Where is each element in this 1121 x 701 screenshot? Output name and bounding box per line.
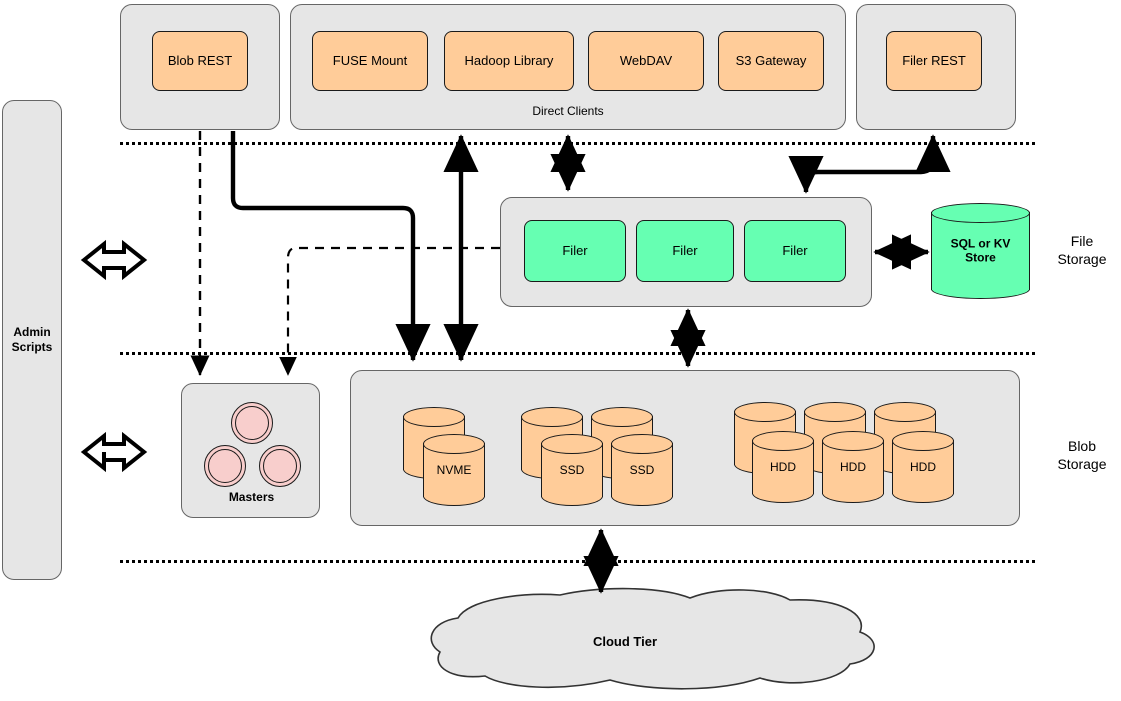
volume-hdd-label-3: HDD bbox=[910, 459, 936, 474]
sql-kv-store-label: SQL or KV Store bbox=[950, 236, 1011, 265]
cylinder-top bbox=[931, 203, 1030, 223]
master-circle-3 bbox=[259, 445, 301, 487]
node-blob-rest-label: Blob REST bbox=[167, 52, 233, 68]
volume-nvme-label: NVME bbox=[436, 462, 472, 477]
cylinder-top bbox=[822, 431, 884, 451]
volume-hdd-front-3[interactable]: HDD bbox=[892, 431, 954, 503]
volume-ssd-front-2[interactable]: SSD bbox=[611, 434, 673, 506]
cylinder-top bbox=[423, 434, 485, 454]
divider-blob-cloud bbox=[120, 560, 1035, 563]
cylinder-top bbox=[874, 402, 936, 422]
master-circle-2 bbox=[204, 445, 246, 487]
masters-label: Masters bbox=[228, 490, 275, 504]
node-filer-2-label: Filer bbox=[672, 242, 698, 258]
volume-hdd-label-2: HDD bbox=[840, 459, 866, 474]
node-hadoop-library[interactable]: Hadoop Library bbox=[444, 31, 574, 91]
filer-to-masters-dashed bbox=[279, 246, 500, 376]
volume-hdd-label-1: HDD bbox=[770, 459, 796, 474]
volume-ssd-label-2: SSD bbox=[629, 462, 655, 477]
cylinder-top bbox=[804, 402, 866, 422]
sql-kv-store-cylinder[interactable]: SQL or KV Store bbox=[931, 203, 1030, 299]
node-webdav-label: WebDAV bbox=[619, 52, 673, 68]
master-circle-1 bbox=[231, 402, 273, 444]
divider-file-blob bbox=[120, 352, 1035, 355]
blob-storage-side-label: Blob Storage bbox=[1057, 438, 1107, 472]
admin-to-blob-storage-arrow bbox=[80, 431, 148, 473]
cylinder-top bbox=[892, 431, 954, 451]
node-filer-rest-label: Filer REST bbox=[902, 52, 966, 68]
admin-to-file-storage-arrow bbox=[80, 239, 148, 281]
node-hadoop-library-label: Hadoop Library bbox=[464, 52, 554, 68]
masters-group[interactable]: Masters bbox=[181, 383, 320, 518]
node-filer-2[interactable]: Filer bbox=[636, 220, 734, 282]
node-filer-1-label: Filer bbox=[562, 242, 588, 258]
cylinder-body bbox=[931, 212, 1030, 290]
volume-hdd-front-2[interactable]: HDD bbox=[822, 431, 884, 503]
file-storage-side-label: File Storage bbox=[1057, 233, 1107, 267]
node-s3-gateway[interactable]: S3 Gateway bbox=[718, 31, 824, 91]
direct-clients-caption: Direct Clients bbox=[532, 104, 604, 118]
node-s3-gateway-label: S3 Gateway bbox=[735, 52, 807, 68]
volume-nvme-front-1[interactable]: NVME bbox=[423, 434, 485, 506]
volume-hdd-front-1[interactable]: HDD bbox=[752, 431, 814, 503]
node-filer-rest[interactable]: Filer REST bbox=[886, 31, 982, 91]
node-blob-rest[interactable]: Blob REST bbox=[152, 31, 248, 91]
node-filer-3[interactable]: Filer bbox=[744, 220, 846, 282]
blob-rest-to-volumes-solid bbox=[230, 131, 431, 362]
node-filer-1[interactable]: Filer bbox=[524, 220, 626, 282]
cylinder-top bbox=[591, 407, 653, 427]
node-fuse-mount[interactable]: FUSE Mount bbox=[312, 31, 428, 91]
cylinder-top bbox=[752, 431, 814, 451]
divider-clients-file bbox=[120, 142, 1035, 145]
cylinder-top bbox=[541, 434, 603, 454]
node-fuse-mount-label: FUSE Mount bbox=[332, 52, 408, 68]
volume-ssd-label-1: SSD bbox=[559, 462, 585, 477]
admin-scripts-panel[interactable]: Admin Scripts bbox=[2, 100, 62, 580]
cloud-tier-label: Cloud Tier bbox=[592, 634, 658, 649]
cylinder-top bbox=[403, 407, 465, 427]
cylinder-top bbox=[734, 402, 796, 422]
volume-ssd-front-1[interactable]: SSD bbox=[541, 434, 603, 506]
node-webdav[interactable]: WebDAV bbox=[588, 31, 704, 91]
cylinder-top bbox=[611, 434, 673, 454]
cylinder-top bbox=[521, 407, 583, 427]
admin-scripts-label: Admin Scripts bbox=[11, 325, 53, 354]
node-filer-3-label: Filer bbox=[782, 242, 808, 258]
